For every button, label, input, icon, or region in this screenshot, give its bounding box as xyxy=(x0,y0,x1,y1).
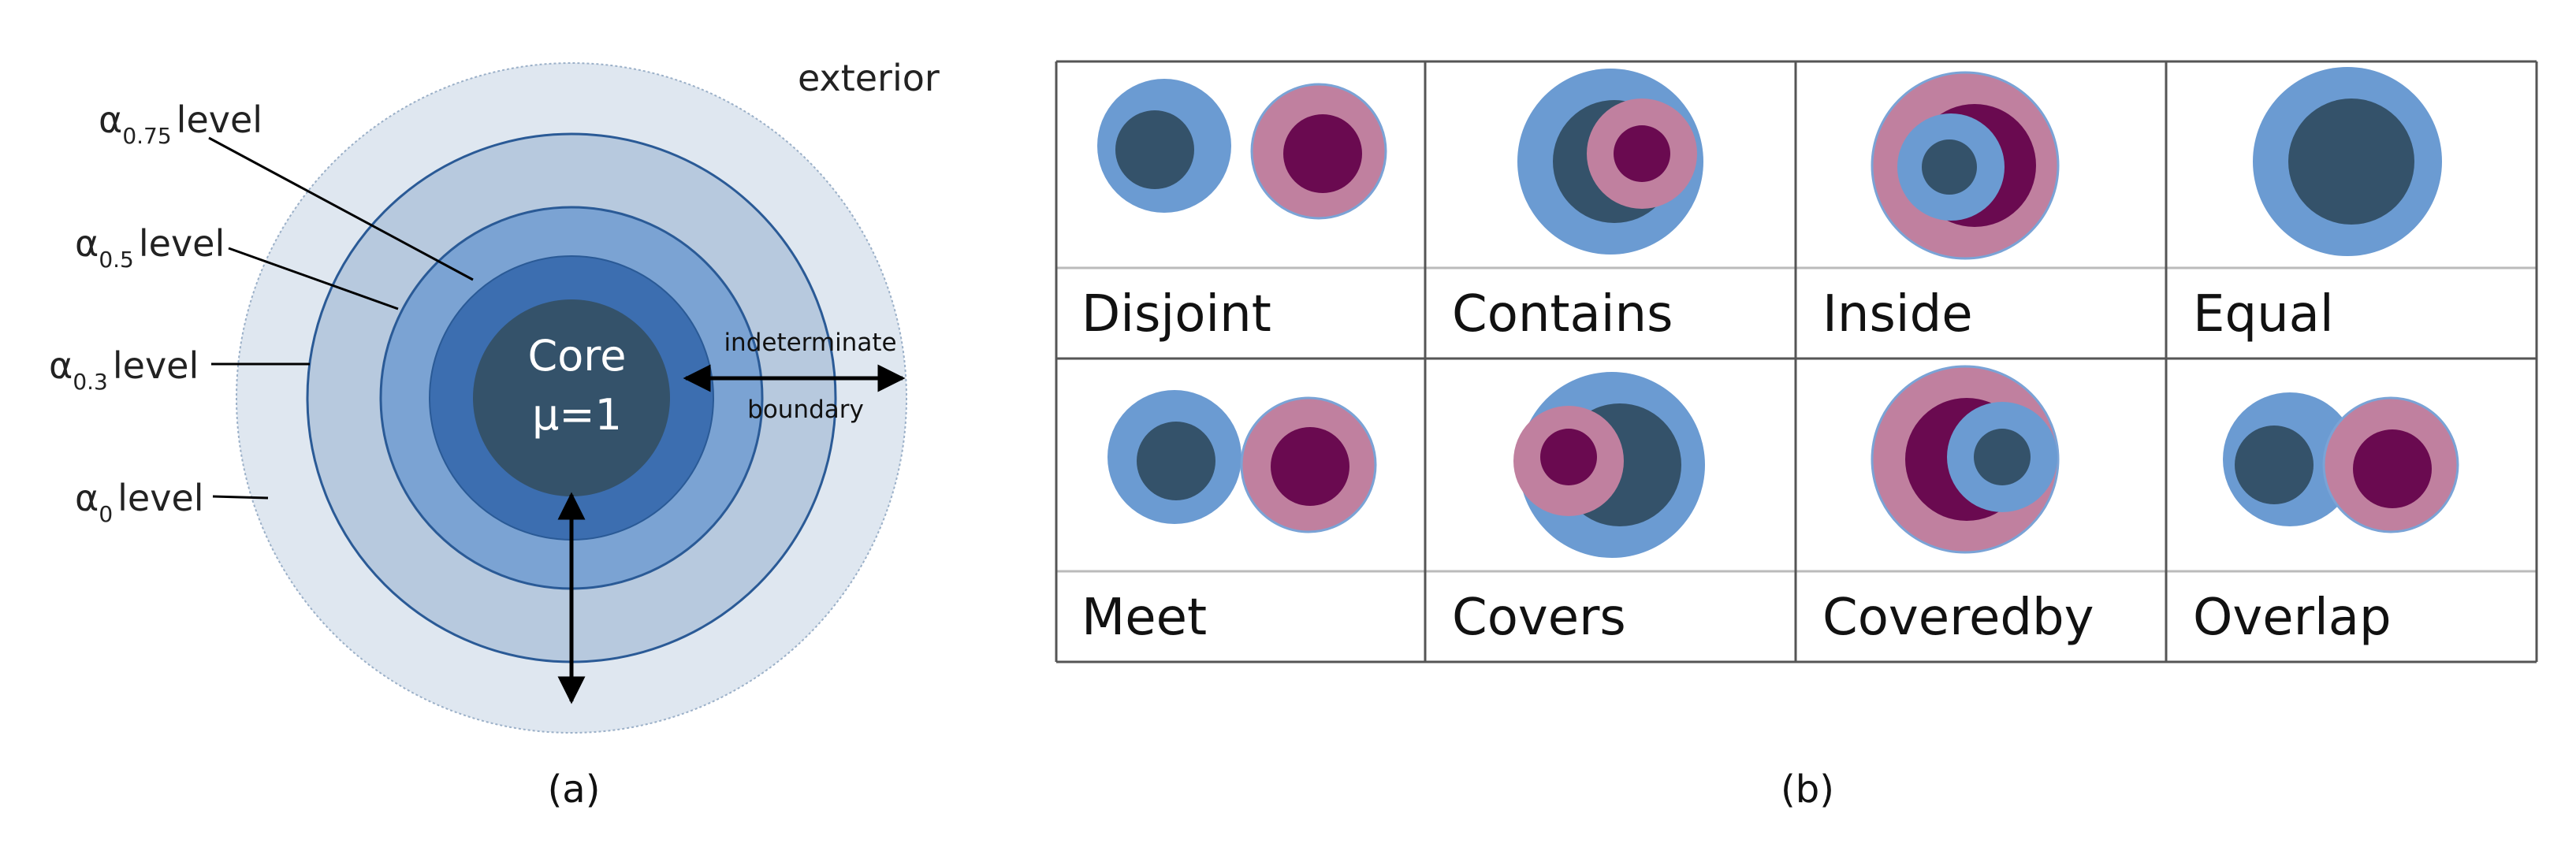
relation-label-coveredby: Coveredby xyxy=(1822,589,2094,647)
disjoint-diagram xyxy=(1097,79,1387,220)
meet-diagram xyxy=(1107,390,1377,533)
contains-diagram xyxy=(1517,69,1703,255)
relation-label-meet: Meet xyxy=(1081,589,1207,647)
caption-a: (a) xyxy=(548,767,601,812)
relation-label-covers: Covers xyxy=(1452,589,1626,647)
relation-label-disjoint: Disjoint xyxy=(1081,285,1271,344)
covers-diagram xyxy=(1513,372,1705,558)
relation-label-equal: Equal xyxy=(2193,285,2334,344)
relation-label-overlap: Overlap xyxy=(2193,589,2392,647)
table-grid xyxy=(1055,60,2538,663)
boundary-label: boundary xyxy=(747,396,864,424)
exterior-label: exterior xyxy=(798,57,940,99)
relation-label-inside: Inside xyxy=(1822,285,1973,344)
coveredby-diagram xyxy=(1871,365,2060,554)
leader-line-0 xyxy=(212,495,269,500)
caption-b: (b) xyxy=(1781,767,1834,812)
core-title: Core xyxy=(528,331,627,381)
leader-line-075 xyxy=(208,136,474,281)
inside-diagram xyxy=(1871,71,2060,260)
panel-b-relations-table: Disjoint Contains Inside Equal Meet Cove… xyxy=(1055,60,2538,812)
overlap-diagram xyxy=(2223,392,2459,533)
core-mu: μ=1 xyxy=(532,390,622,440)
indeterminate-label: indeterminate xyxy=(724,329,896,357)
leader-line-05 xyxy=(228,247,399,310)
panel-a-fuzzy-region: Core μ=1 indeterminate boundary exterior… xyxy=(49,57,940,812)
relation-label-contains: Contains xyxy=(1452,285,1673,344)
equal-diagram xyxy=(2253,67,2442,256)
core-circle xyxy=(473,299,670,496)
